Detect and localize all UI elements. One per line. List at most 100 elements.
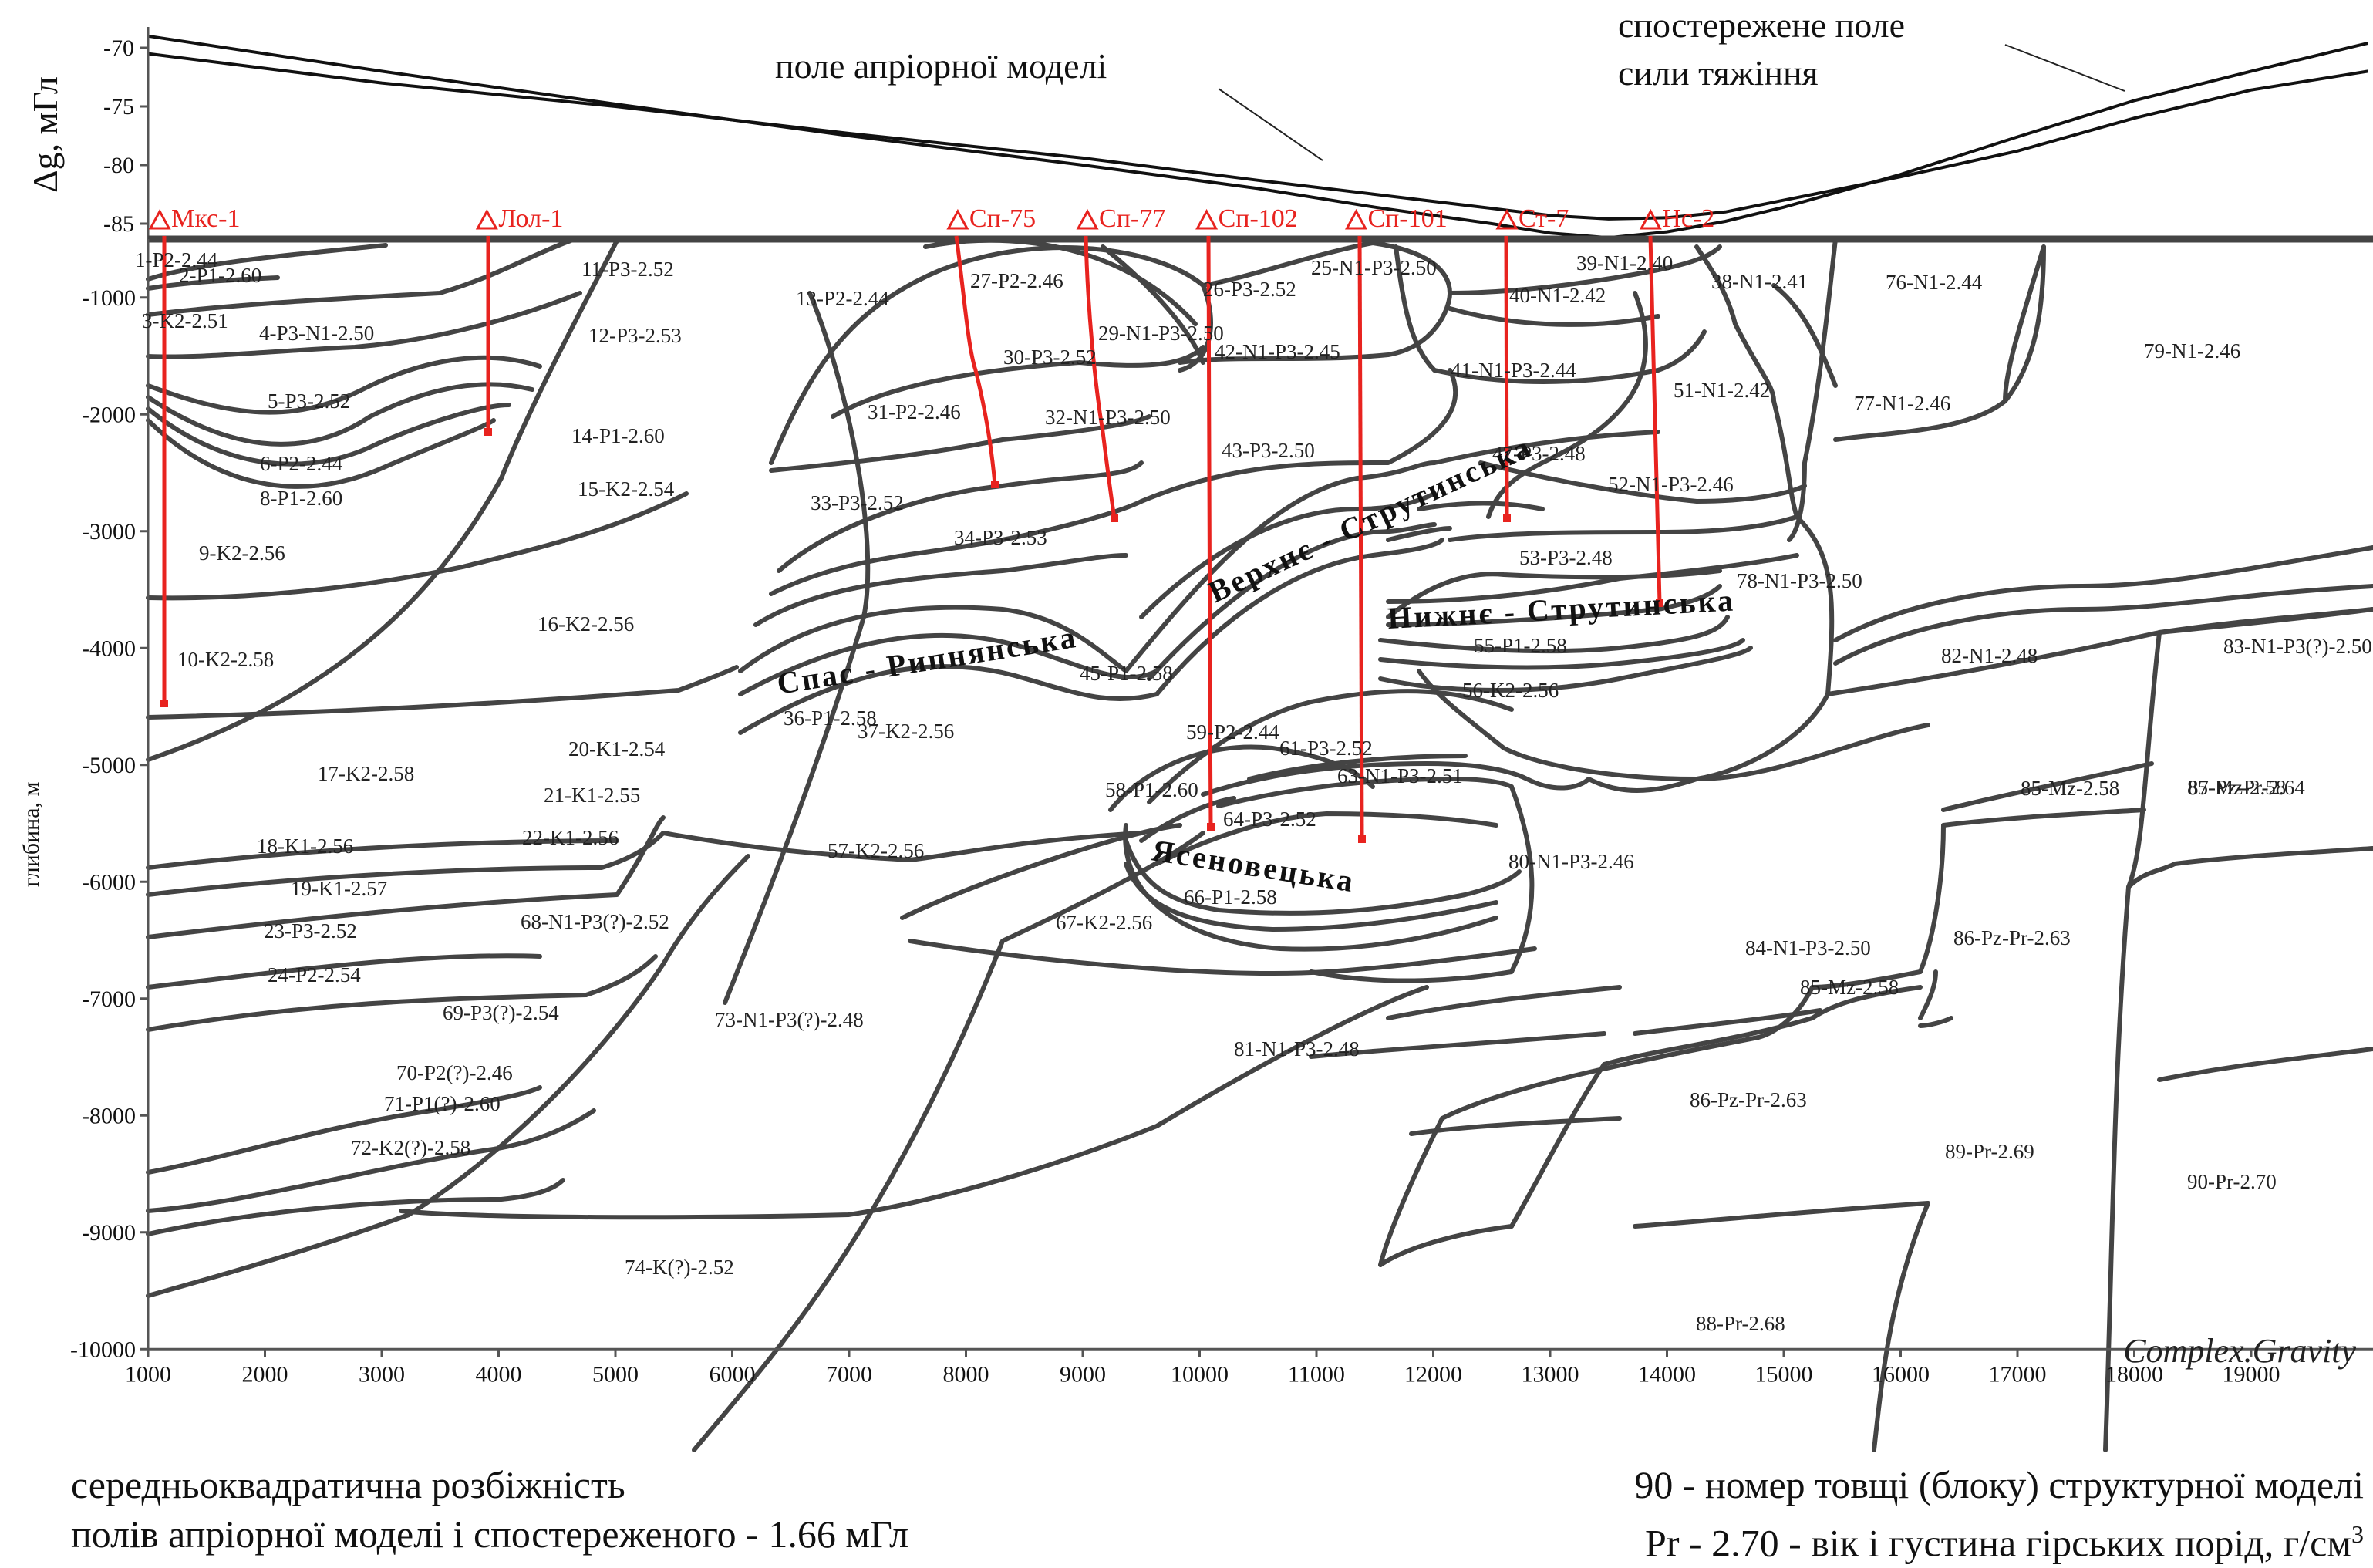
misfit-note: середньоквадратична розбіжність полів ап… [71,1460,908,1559]
well-head-triangle [475,208,498,230]
top-tick-label: -75 [103,94,134,120]
well-head-triangle [946,208,969,230]
legend-note: 90 - номер товщі (блоку) структурної мод… [1634,1460,2364,1568]
well-label: Ст-7 [1519,204,1569,233]
block-label: 85-Mz-2.58 [1800,976,1899,999]
block-label: 52-N1-P3-2.46 [1608,473,1734,496]
block-label: 36-P1-2.58 [784,706,877,730]
block-label: 12-P3-2.53 [588,324,682,347]
well-trajectory [1084,235,1117,519]
distance-tick-label: 13000 [1522,1361,1579,1387]
distance-tick-label: 10000 [1171,1361,1229,1387]
distance-tick-label: 12000 [1404,1361,1462,1387]
block-label: 31-P2-2.46 [868,400,961,423]
distance-tick-label: 2000 [242,1361,288,1387]
observed-field-annotation-line1: спостережене поле [1618,5,1905,45]
block-label: 30-P3-2.52 [1003,346,1097,369]
distance-tick-label: 1000 [125,1361,171,1387]
block-label: 11-P3-2.52 [581,258,674,281]
block-label: 51-N1-2.42 [1674,379,1770,402]
block-label: 26-P3-2.52 [1203,278,1296,301]
depth-tick-label: -4000 [82,636,136,661]
distance-tick-label: 5000 [592,1361,639,1387]
depth-tick-label: -8000 [82,1103,136,1128]
depth-tick-label: -7000 [82,986,136,1012]
block-label: 21-K1-2.55 [544,784,640,807]
block-label: 63-N1-P3-2.51 [1337,764,1463,787]
well-label: Сп-75 [969,204,1036,233]
well-label: Мкс-1 [171,204,240,233]
block-label: 68-N1-P3(?)-2.52 [521,910,669,933]
block-label: 39-N1-2.40 [1576,251,1673,275]
block-label: 77-N1-2.46 [1854,392,1950,415]
block-label: 72-K2(?)-2.58 [351,1136,470,1159]
legend-note-line2: Pr - 2.70 - вік і густина гірських порід… [1634,1509,2364,1568]
block-label: 45-P1-2.58 [1080,662,1173,685]
well-label: Нс-2 [1662,204,1714,233]
block-label: 6-P2-2.44 [260,452,343,475]
block-label: 13-P2-2.44 [796,287,889,310]
block-label: 57-K2-2.56 [828,839,924,862]
well-head-triangle [1344,208,1368,230]
block-label: 55-P1-2.58 [1474,634,1567,657]
block-label: 71-P1(?)-2.60 [384,1092,501,1115]
distance-tick-label: 7000 [826,1361,872,1387]
well-bottom-marker [1656,599,1663,607]
block-label: 82-N1-2.48 [1941,644,2038,667]
block-label: 15-K2-2.54 [578,477,675,501]
block-label: 24-P2-2.54 [268,963,361,986]
well-head-triangle [148,208,171,230]
block-label: 73-N1-P3(?)-2.48 [715,1008,864,1031]
distance-tick-label: 9000 [1060,1361,1106,1387]
well-head-triangle [1639,208,1662,230]
well-label: Лол-1 [498,204,563,233]
block-label: 53-P3-2.48 [1519,546,1613,569]
block-label: 89-Pr-2.69 [1945,1140,2034,1163]
block-label: 40-N1-2.42 [1509,284,1606,307]
block-label: 90-Pr-2.70 [2187,1170,2277,1193]
observed-field-annotation-line2: сили тяжіння [1618,53,1819,93]
block-label: 3-K2-2.51 [142,309,228,332]
block-label: 19-K1-2.57 [291,877,387,900]
top-tick-label: -70 [103,35,134,61]
depth-tick-label: -10000 [70,1337,136,1362]
well-trajectory [1206,235,1213,828]
block-label: 9-K2-2.56 [199,541,285,565]
block-label: 16-K2-2.56 [538,612,634,636]
block-label: 86-Pz-Pr-2.63 [1690,1088,1807,1111]
block-label: 5-P3-2.52 [268,389,350,413]
depth-tick-label: -3000 [82,519,136,545]
block-label: 74-K(?)-2.52 [625,1256,734,1279]
block-label: 4-P3-N1-2.50 [259,322,374,345]
block-label: 79-N1-2.46 [2144,339,2240,362]
block-label: 2-P1-2.60 [179,264,261,287]
block-label: 1-P2-2.44 [135,248,218,271]
well-head-triangle [1195,208,1219,230]
gravity-curve-2 [147,52,2368,221]
well-bottom-marker [1503,514,1511,522]
block-label: 43-P3-2.50 [1222,439,1315,462]
block-label: 85-Mz-2.58 [2187,776,2286,799]
well-label: Сп-77 [1099,204,1165,233]
block-labels: 1-P2-2.442-P1-2.60 3-K2-2.51 4-P3-N1-2.50 5… [135,248,2372,1335]
block-label: 59-P2-2.44 [1186,720,1279,744]
distance-tick-label: 18000 [2105,1361,2163,1387]
block-label: 69-P3(?)-2.54 [443,1001,559,1024]
well-trajectory [954,235,997,485]
distance-tick-label: 6000 [710,1361,756,1387]
block-label: 56-K2-2.56 [1462,679,1559,702]
block-label: 87-Pz-Pr-2.64 [2188,776,2305,799]
well-head-triangle [1495,208,1519,230]
block-label: 76-N1-2.44 [1886,271,1983,294]
software-watermark: Complex.Gravity [2123,1332,2356,1370]
top-y-axis-label: Δg, мГл [25,76,65,193]
block-label: 67-K2-2.56 [1056,911,1152,934]
distance-tick-label: 16000 [1872,1361,1930,1387]
block-label: 23-P3-2.52 [264,919,357,942]
block-label: 32-N1-P3-2.50 [1045,406,1171,429]
section-axes: -1000-2000-3000-4000-5000-6000-7000-8000… [19,235,2373,1387]
well-bottom-marker [484,428,492,436]
block-label: 33-P3-2.52 [811,491,904,514]
block-label: 78-N1-P3-2.50 [1737,569,1862,592]
